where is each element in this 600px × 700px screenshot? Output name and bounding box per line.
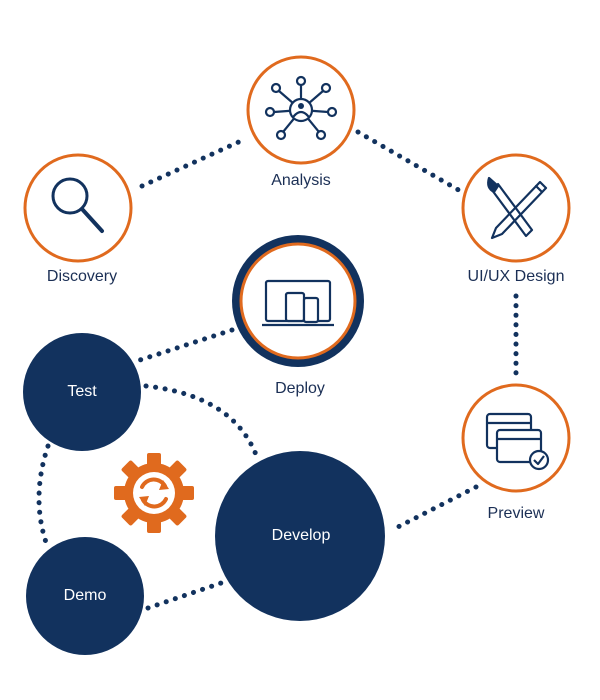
develop-label: Develop: [271, 527, 331, 544]
discovery-label: Discovery: [46, 268, 118, 285]
connector-test-demo: [36, 443, 51, 551]
connector-discovery-analysis: [139, 137, 246, 189]
connector-deploy-test: [137, 327, 235, 363]
node-demo: [26, 537, 144, 655]
devices-icon: [262, 279, 334, 327]
node-discovery: [23, 153, 133, 263]
analysis-label: Analysis: [271, 172, 331, 189]
connector-preview-develop: [389, 484, 479, 533]
node-test: [23, 333, 141, 451]
node-uiux: [461, 153, 571, 263]
brush-pencil-icon: [487, 176, 548, 240]
deploy-label: Deploy: [275, 380, 325, 397]
browser-windows-check-icon: [485, 412, 550, 471]
network-hub-icon: [264, 75, 338, 141]
node-preview: [461, 383, 571, 493]
connector-analysis-uiux: [355, 129, 465, 195]
node-analysis: [246, 55, 356, 165]
uiux-label: UI/UX Design: [467, 268, 565, 285]
test-label: Test: [67, 383, 97, 400]
gear-cycle-icon: [114, 453, 194, 533]
connector-demo-develop: [145, 579, 227, 611]
connector-test-develop: [143, 383, 261, 463]
node-deploy: [232, 235, 364, 367]
node-develop: [215, 451, 385, 621]
preview-label: Preview: [487, 505, 545, 522]
demo-label: Demo: [63, 587, 107, 604]
connectors: [36, 129, 519, 611]
magnifier-icon: [51, 177, 104, 233]
